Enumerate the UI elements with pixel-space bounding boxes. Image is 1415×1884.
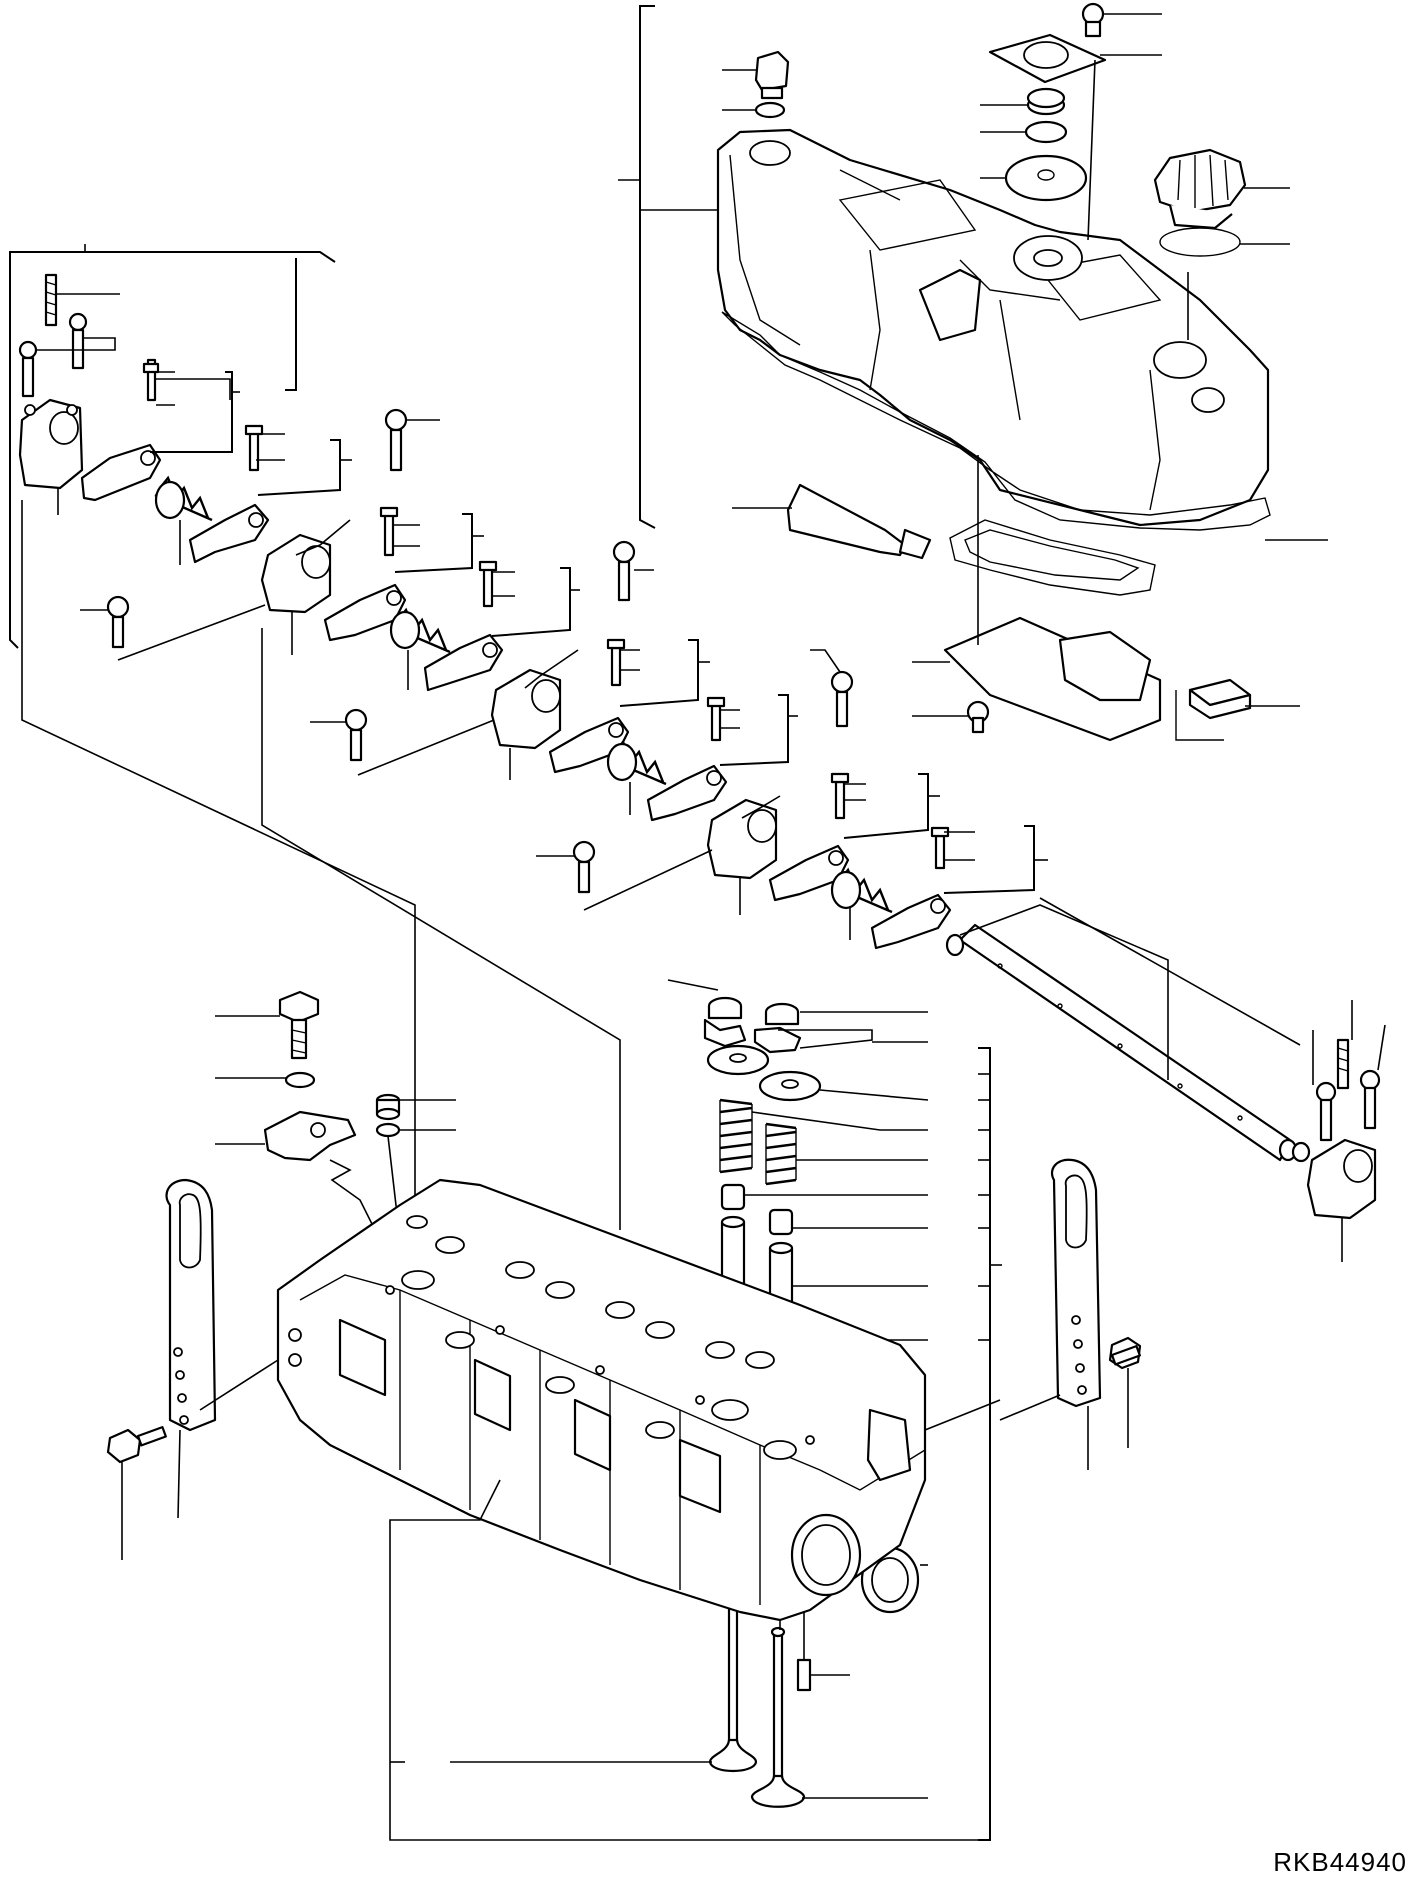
- washer-icon: [284, 1071, 316, 1089]
- head-cover-group: [618, 2, 1328, 742]
- bolt-icon: [384, 408, 408, 472]
- valve-cotter-icon: [703, 1018, 802, 1054]
- leader-support-1: [21, 500, 416, 1210]
- nozzle-clamp-icon: [263, 1110, 357, 1162]
- rocker-spring-icon: [830, 867, 893, 914]
- valve-group-bracket: [978, 1047, 991, 1841]
- filler-cap-o-ring-icon: [1159, 227, 1241, 257]
- sleeve-icon: [375, 1093, 401, 1121]
- valve-cap-icon: [764, 1002, 800, 1026]
- rocker-spring-icon: [154, 475, 213, 522]
- rocker-shaft-icon: [945, 923, 1298, 1162]
- bolt-icon: [106, 1426, 167, 1464]
- rocker-support-icon: [1306, 1138, 1377, 1220]
- rocker-arm-icon: [646, 696, 728, 822]
- rocker-arm-icon: [323, 506, 407, 642]
- head-cover-icon: [716, 128, 1270, 527]
- rocker-arm-icon: [80, 358, 162, 502]
- nozzle-clamp-group: [215, 990, 456, 1241]
- rocker-arm-icon: [768, 772, 850, 902]
- intake-port: [473, 1358, 512, 1432]
- bolt-icon: [830, 670, 854, 728]
- cover-group-bracket: [639, 5, 656, 529]
- rocker-arm-icon: [548, 638, 630, 774]
- cover-label-plate: [838, 179, 977, 251]
- valve-group-ticks: [978, 1073, 990, 1341]
- stud-icon: [1336, 1038, 1350, 1090]
- bolt-icon: [612, 540, 636, 602]
- bolt-icon: [278, 990, 320, 1060]
- intake-port: [678, 1438, 722, 1514]
- bolt-icon: [1108, 1336, 1142, 1370]
- drawing-code: RKB44940: [1273, 1847, 1407, 1877]
- bolt-icon: [572, 840, 596, 894]
- stud-icon: [44, 273, 58, 327]
- breather-spring-icon: [1026, 87, 1066, 116]
- bolt-icon: [344, 708, 368, 762]
- head-cover-gasket-icon: [721, 311, 1271, 531]
- filler-plug-icon: [754, 50, 790, 100]
- oil-filler-opening: [1153, 341, 1207, 379]
- leader-support-2: [261, 628, 621, 1230]
- breather-diaphragm-icon: [1004, 154, 1088, 202]
- liquid-gasket-tube-icon: [786, 483, 932, 560]
- rocker-support-icon: [706, 798, 778, 880]
- cover-filler-boss: [749, 140, 791, 166]
- rocker-group-bracket-top: [85, 251, 336, 263]
- bolt-icon: [18, 312, 88, 398]
- valve-icon: [708, 1596, 806, 1808]
- shaft-plug-icon: [1291, 1141, 1311, 1163]
- bolt-icon: [1315, 1069, 1381, 1142]
- dowel-pin-icon: [796, 1658, 812, 1692]
- valve-stem-seal-icon: [720, 1183, 794, 1236]
- rocker-arm-icon: [188, 424, 270, 564]
- spring-retainer-icon: [706, 1044, 822, 1102]
- baffle-bolt-icon: [966, 700, 990, 734]
- cover-label-plate-2: [1038, 254, 1162, 321]
- intake-port: [338, 1318, 387, 1397]
- o-ring-icon: [375, 1122, 401, 1138]
- rocker-spring-icon: [389, 607, 451, 654]
- intake-port: [573, 1398, 612, 1472]
- baffle-plate-icon: [943, 616, 1162, 742]
- cap-bolt-icon: [1081, 2, 1105, 38]
- rocker-support-icon: [18, 398, 84, 490]
- breather-ring-icon: [1024, 120, 1068, 144]
- filler-plug-o-ring-icon: [754, 101, 786, 119]
- rocker-support-icon: [490, 668, 562, 750]
- camshaft-seal-icon: [860, 1546, 920, 1614]
- rocker-arm-icon: [423, 560, 504, 692]
- lifting-eye-bracket-icon: [165, 1178, 217, 1432]
- valve-spring-icon: [719, 1098, 797, 1186]
- bolt-icon: [106, 595, 130, 649]
- cylinder-head-icon: [276, 1178, 927, 1622]
- breather-pipe: [918, 268, 982, 342]
- rocker-support-icon: [260, 533, 332, 614]
- breather-cover-icon: [988, 33, 1107, 84]
- baffle-insulator-icon: [1188, 678, 1252, 720]
- rocker-spring-icon: [606, 739, 667, 786]
- valve-cap-icon: [707, 996, 743, 1020]
- rocker-arm-icon: [870, 826, 952, 950]
- oil-filler-cap-icon: [1153, 148, 1247, 230]
- rocker-arm-group: [9, 244, 1386, 1262]
- breather-gasket-icon: [949, 519, 1156, 596]
- lifting-eye-bracket-icon: [1050, 1158, 1102, 1408]
- rocker-group-bracket-left: [9, 251, 85, 649]
